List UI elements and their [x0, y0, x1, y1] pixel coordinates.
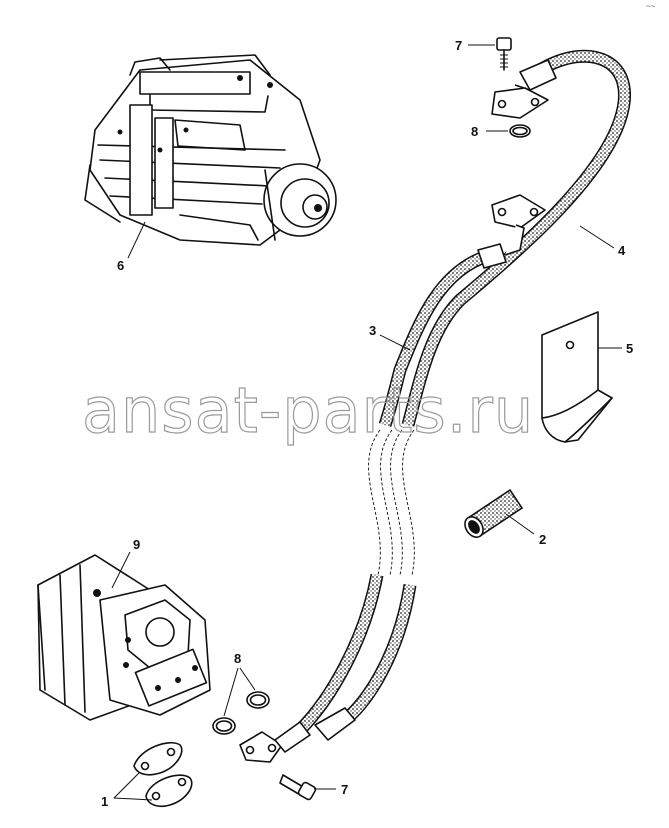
callout-9: 9: [133, 537, 140, 552]
part-9-hydraulic-motor: [37, 554, 211, 721]
leader-8-bottom-b: [239, 667, 256, 691]
part-1-flange-halves: [133, 741, 193, 808]
hose-break-lines: [368, 429, 415, 576]
part-8-oring-top: [509, 124, 531, 138]
part-2-protective-sleeve: [464, 488, 524, 538]
callout-8-bottom: 8: [234, 651, 241, 666]
bottom-flange-fitting: [239, 707, 356, 763]
hose-lower-sections: [295, 573, 417, 735]
leader-1-a: [113, 771, 141, 799]
leader-3: [379, 334, 411, 351]
callout-6: 6: [117, 258, 124, 273]
corner-mark: ~~: [646, 2, 656, 11]
callout-3: 3: [369, 323, 376, 338]
leader-8-bottom-a: [223, 667, 239, 717]
callout-4: 4: [618, 243, 626, 258]
callout-7-top: 7: [455, 38, 462, 53]
part-3-hose-short: [378, 248, 493, 428]
callout-7-bottom: 7: [341, 782, 348, 797]
leader-2: [505, 513, 535, 535]
callout-8-top: 8: [471, 124, 478, 139]
callout-5: 5: [626, 341, 633, 356]
callout-2: 2: [539, 532, 546, 547]
part-7-bolt-top: [496, 37, 512, 71]
leader-9: [111, 551, 131, 589]
top-flange-fitting: [491, 59, 557, 119]
leader-6: [127, 221, 146, 259]
leader-1-b: [113, 797, 153, 801]
leader-4: [579, 225, 615, 249]
part-4-hose-long: [401, 49, 631, 427]
watermark-text: ansat-parts.ru: [82, 374, 534, 447]
part-7-bolt-bottom: [279, 774, 317, 801]
callout-1: 1: [101, 794, 108, 809]
part-6-hydraulic-pump: [84, 54, 337, 246]
part-8-oring-bottom: [212, 691, 270, 735]
mid-flange-fitting: [477, 194, 546, 269]
part-5-bracket: [541, 311, 613, 443]
